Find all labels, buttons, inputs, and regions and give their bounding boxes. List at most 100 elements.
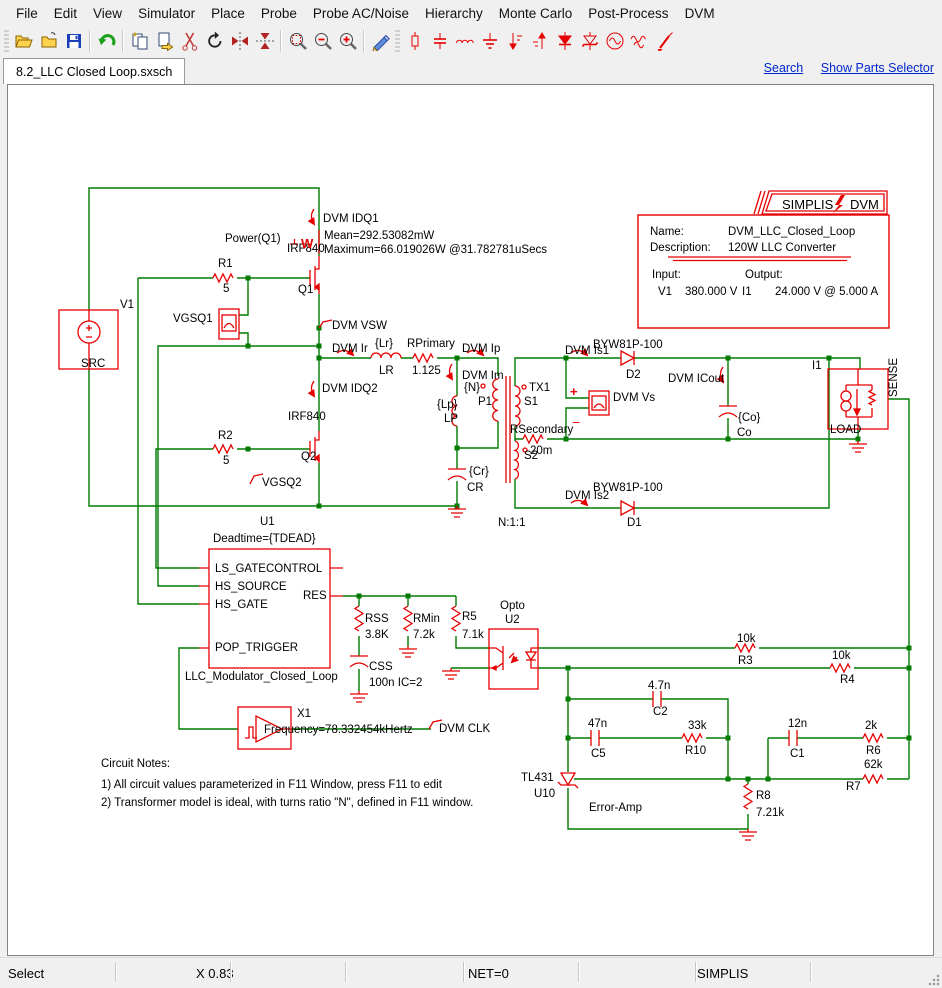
copy-icon[interactable] <box>127 29 152 53</box>
schematic-label: 62k <box>864 759 883 771</box>
menu-item-hierarchy[interactable]: Hierarchy <box>424 5 483 21</box>
schematic-label: DVM Vs <box>613 392 655 404</box>
probe-hook-dvmclk <box>428 719 443 730</box>
save-icon[interactable] <box>61 29 86 53</box>
schematic-label: V1 <box>120 299 134 311</box>
tab-schematic[interactable]: 8.2_LLC Closed Loop.sxsch <box>3 58 186 84</box>
cut-icon[interactable] <box>177 29 202 53</box>
zoom-out-icon[interactable] <box>310 29 335 53</box>
resistor-rss <box>353 605 365 632</box>
sine-source-icon[interactable] <box>602 29 627 53</box>
undo-icon[interactable] <box>94 29 119 53</box>
schematic-label: 10k <box>832 650 851 662</box>
probe-hook-vsw <box>318 319 333 329</box>
new-icon[interactable] <box>36 29 61 53</box>
status-mode: Select <box>8 966 45 981</box>
schematic-label: IRF840 <box>287 243 325 255</box>
ground-icon[interactable] <box>477 29 502 53</box>
search-link[interactable]: Search <box>763 61 804 75</box>
schematic-label: RES <box>303 590 327 602</box>
schematic-label: 20m <box>530 445 552 457</box>
dvm-input-ref: V1 <box>658 286 672 298</box>
opto-u2-light <box>509 652 517 662</box>
ground-symbol <box>399 646 417 658</box>
schematic-label: Co <box>737 427 752 439</box>
schematic-label: R2 <box>218 430 233 442</box>
menu-item-edit[interactable]: Edit <box>53 5 78 21</box>
current-probe-icon[interactable] <box>502 29 527 53</box>
schematic-label: 3.8K <box>365 629 389 641</box>
capacitor-co <box>718 405 738 418</box>
diode-d2 <box>620 349 636 367</box>
inductor-icon[interactable] <box>452 29 477 53</box>
probe-pen-icon[interactable] <box>652 29 677 53</box>
resistor-r6 <box>862 732 884 744</box>
zoom-in-icon[interactable] <box>335 29 360 53</box>
schematic-label: CONTROL <box>266 563 323 575</box>
resistor-r3 <box>734 642 756 654</box>
capacitor-icon[interactable] <box>427 29 452 53</box>
menu-item-file[interactable]: File <box>16 5 38 21</box>
power-probe-mark <box>290 230 320 254</box>
toolbar-grip[interactable] <box>4 30 9 52</box>
u1-box <box>208 548 331 669</box>
schematic-label: LR <box>379 365 394 377</box>
toolbar-grip[interactable] <box>395 30 400 52</box>
schematic-label: 7.21k <box>756 807 784 819</box>
schematic-label: LOAD <box>830 424 861 436</box>
schematic-label: POP_TRIGGER <box>215 642 298 654</box>
schematic-label: 2) Transformer model is ideal, with turn… <box>101 797 473 809</box>
schematic-label: RSecondary <box>510 424 574 436</box>
dvm-desc-label: Description: <box>650 242 711 254</box>
tab-bar: 8.2_LLC Closed Loop.sxsch Search Show Pa… <box>0 56 942 84</box>
schematic-label: CSS <box>369 661 393 673</box>
open-icon[interactable] <box>11 29 36 53</box>
voltage-probe-icon[interactable] <box>527 29 552 53</box>
menu-item-place[interactable]: Place <box>211 5 245 21</box>
status-engine: SIMPLIS <box>697 966 749 981</box>
diode-icon[interactable] <box>552 29 577 53</box>
schematic-label: D2 <box>626 369 641 381</box>
menu-item-simulator[interactable]: Simulator <box>138 5 196 21</box>
schematic-label: 33k <box>688 720 707 732</box>
dvm-output-ref: I1 <box>742 286 752 298</box>
menu-item-probe[interactable]: Probe <box>260 5 297 21</box>
schematic-label: U10 <box>534 788 555 800</box>
zener-diode-icon[interactable] <box>577 29 602 53</box>
schematic-label: R4 <box>840 674 855 686</box>
show-parts-selector-link[interactable]: Show Parts Selector <box>820 61 934 75</box>
mirror-horizontal-icon[interactable] <box>227 29 252 53</box>
paste-icon[interactable] <box>152 29 177 53</box>
schematic-label: U2 <box>505 614 520 626</box>
schematic-label: BYW81P-100 <box>593 482 663 494</box>
transformer-core <box>505 376 511 483</box>
diode-d1 <box>620 499 636 517</box>
schematic-label: D1 <box>627 517 642 529</box>
menu-item-dvm[interactable]: DVM <box>684 5 715 21</box>
menu-item-monte-carlo[interactable]: Monte Carlo <box>498 5 573 21</box>
resistor-icon[interactable] <box>402 29 427 53</box>
probe-arrow-is1 <box>570 348 589 357</box>
schematic-label: S1 <box>524 396 538 408</box>
menu-item-view[interactable]: View <box>93 5 123 21</box>
zoom-area-icon[interactable] <box>285 29 310 53</box>
schematic-label: 2k <box>865 720 877 732</box>
schematic-label: LS_GATE <box>215 563 266 575</box>
status-bar: Select X 0.83 NET=0 SIMPLIS <box>0 957 942 988</box>
inductor-lp <box>451 395 458 427</box>
wire-pencil-icon[interactable] <box>368 29 393 53</box>
mirror-vertical-icon[interactable] <box>252 29 277 53</box>
dvm-input-value: 380.000 V <box>685 286 738 298</box>
schematic-canvas[interactable]: SIMPLIS DVM Name: DVM_LLC_Closed_Loop De… <box>7 84 934 956</box>
waveform-icon[interactable] <box>627 29 652 53</box>
ground-symbol <box>739 829 757 841</box>
menu-item-post-process[interactable]: Post-Process <box>588 5 669 21</box>
schematic-label: 12n <box>788 718 807 730</box>
rotate-icon[interactable] <box>202 29 227 53</box>
schematic-label: BYW81P-100 <box>593 339 663 351</box>
menu-item-probe-ac-noise[interactable]: Probe AC/Noise <box>312 5 409 21</box>
schematic-svg: SIMPLIS DVM Name: DVM_LLC_Closed_Loop De… <box>58 187 912 841</box>
oscillator-x1-box <box>237 706 292 750</box>
schematic-label: SENSE <box>888 358 900 397</box>
dvm-desc-value: 120W LLC Converter <box>728 242 836 254</box>
